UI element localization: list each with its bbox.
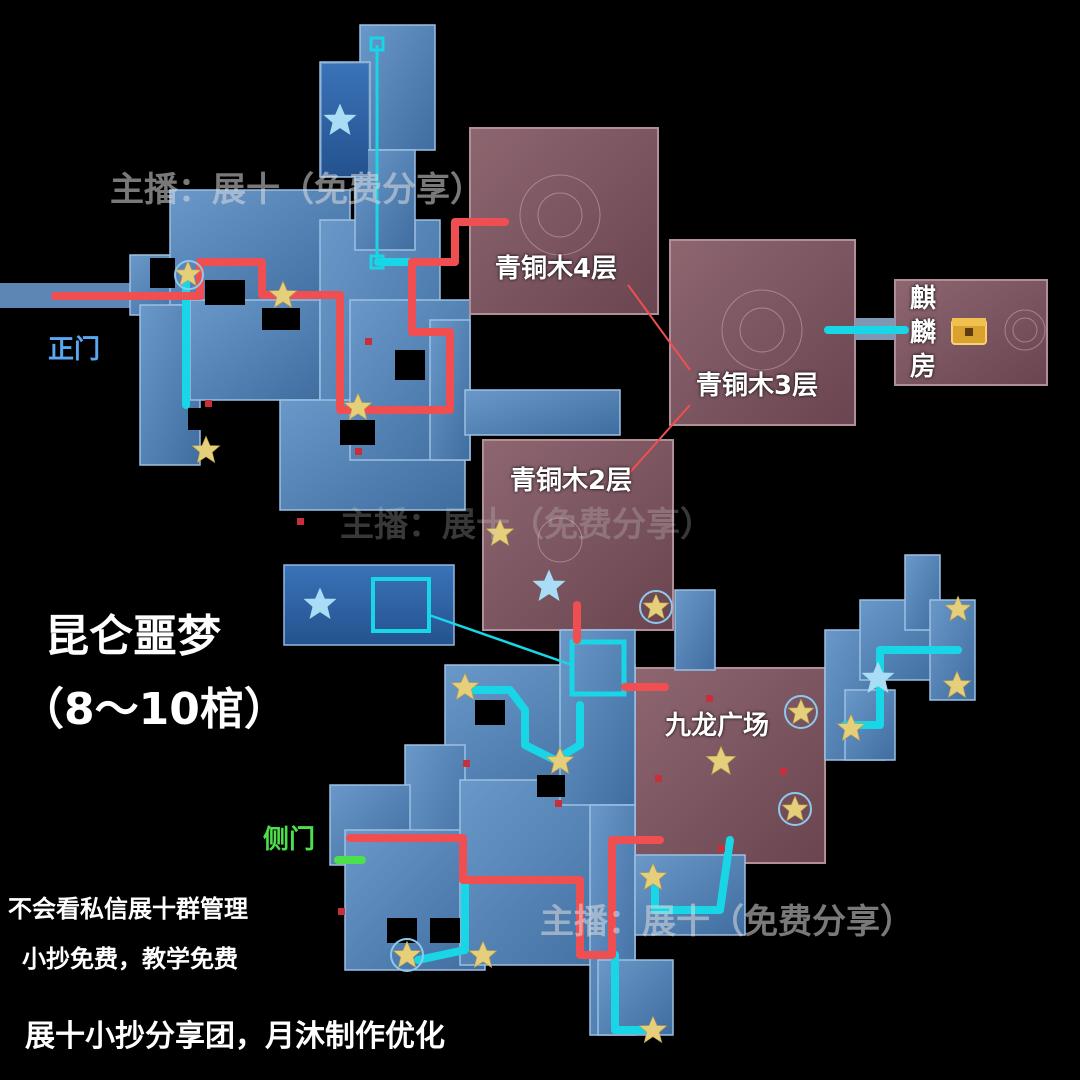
- coffin-icon: [778, 792, 812, 826]
- main-gate-label: 正门: [48, 335, 101, 365]
- cyan-marker-top: [369, 36, 385, 52]
- cyan-box-center: [569, 639, 627, 697]
- watermark-bottom: 主播：展十（免费分享）: [540, 902, 914, 942]
- bronze-4-to-3-link: [627, 284, 691, 371]
- trap-icon: [297, 518, 304, 525]
- bronze-2-room: [482, 439, 674, 631]
- brown-room-ornaments: [519, 174, 1046, 563]
- watermark-middle: 主播：展十（免费分享）: [340, 505, 714, 545]
- trap-icon: [555, 800, 562, 807]
- side-gate-label: 侧门: [263, 825, 316, 855]
- bronze-3-label: 青铜木3层: [696, 371, 819, 401]
- coffin-badges: [174, 260, 818, 972]
- credit-line: 展十小抄分享团，月沐制作优化: [25, 1019, 445, 1054]
- trap-icon: [780, 768, 787, 775]
- bronze-3-to-2-link: [624, 404, 691, 479]
- map-title: 昆仑噩梦: [45, 611, 221, 662]
- coffin-icon: [784, 695, 818, 729]
- nine-dragon-label: 九龙广场: [665, 711, 770, 741]
- trap-icon: [463, 760, 470, 767]
- cyan-box-left: [371, 577, 431, 633]
- note-line-1: 不会看私信展十群管理: [8, 895, 248, 923]
- cyan-connector: [428, 613, 573, 667]
- trap-icon: [365, 338, 372, 345]
- map-subtitle: （8～10棺）: [20, 684, 288, 735]
- trap-icon: [355, 448, 362, 455]
- qilin-label-3: 房: [910, 352, 937, 382]
- coffin-icon: [174, 260, 204, 290]
- brown-rooms: [469, 127, 1048, 864]
- bronze-3-room: [669, 239, 856, 426]
- trap-icon: [718, 845, 725, 852]
- note-line-2: 小抄免费，教学免费: [22, 945, 238, 973]
- qilin-label-2: 麟: [910, 318, 937, 348]
- trap-markers: [205, 338, 787, 915]
- north-dark-pits: [150, 258, 425, 445]
- coffin-icon: [639, 590, 673, 624]
- trap-icon: [338, 908, 345, 915]
- trap-icon: [706, 695, 713, 702]
- cyan-marker-mid: [369, 254, 385, 270]
- treasure-chest-icon: [951, 318, 987, 345]
- trap-icon: [655, 775, 662, 782]
- cyan-routes: [182, 258, 962, 1034]
- trap-icon: [205, 400, 212, 407]
- bronze-2-label: 青铜木2层: [510, 466, 633, 496]
- bronze-4-label: 青铜木4层: [495, 254, 618, 284]
- coffin-icon: [390, 938, 424, 972]
- qilin-label-1: 麒: [910, 284, 937, 314]
- watermark-top: 主播：展十（免费分享）: [110, 170, 484, 210]
- red-routes: [51, 218, 669, 959]
